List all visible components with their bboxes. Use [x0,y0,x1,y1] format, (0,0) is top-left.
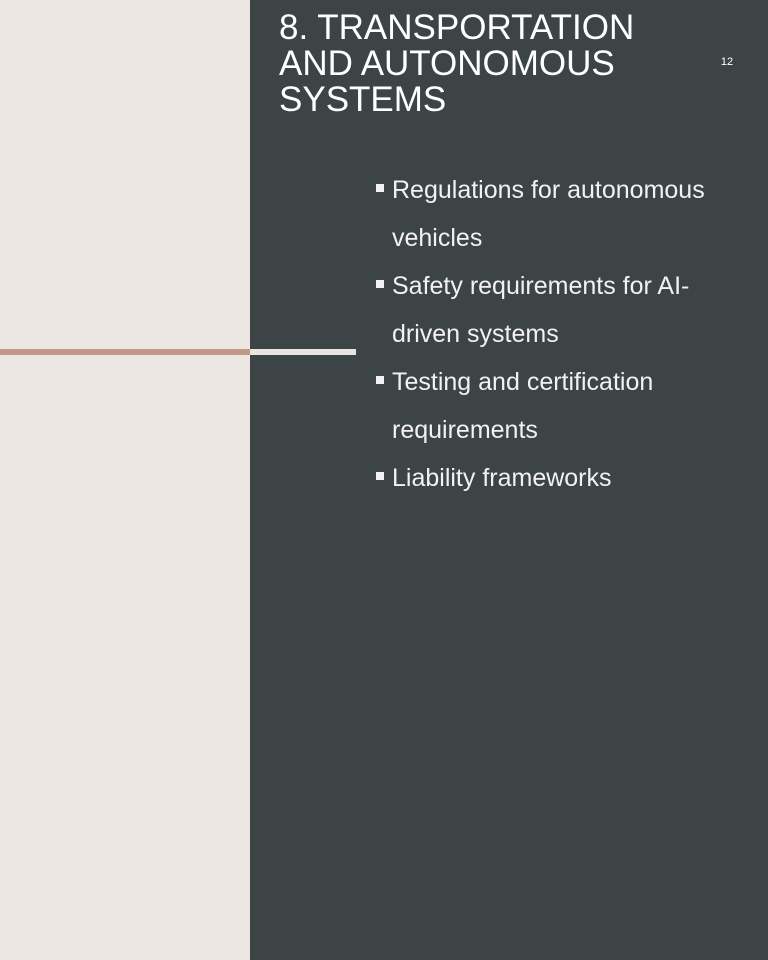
bullet-text: Regulations for autonomous vehicles [392,176,705,252]
bullet-item: Regulations for autonomous vehicles [376,166,746,262]
left-panel [0,0,250,960]
square-bullet-icon [376,472,384,480]
right-panel [250,0,768,960]
bullet-text: Testing and certification requirements [392,368,654,444]
bullet-text: Safety requirements for AI-driven system… [392,272,690,348]
page-number: 12 [720,56,734,68]
accent-divider-right [250,349,356,355]
square-bullet-icon [376,280,384,288]
accent-divider-left [0,349,250,355]
square-bullet-icon [376,376,384,384]
slide-title: 8. Transportation and Autonomous Systems [279,8,635,119]
square-bullet-icon [376,184,384,192]
bullet-list: Regulations for autonomous vehicles Safe… [376,166,746,502]
bullet-item: Testing and certification requirements [376,358,746,454]
bullet-item: Liability frameworks [376,454,746,502]
bullet-text: Liability frameworks [392,464,612,492]
bullet-item: Safety requirements for AI-driven system… [376,262,746,358]
